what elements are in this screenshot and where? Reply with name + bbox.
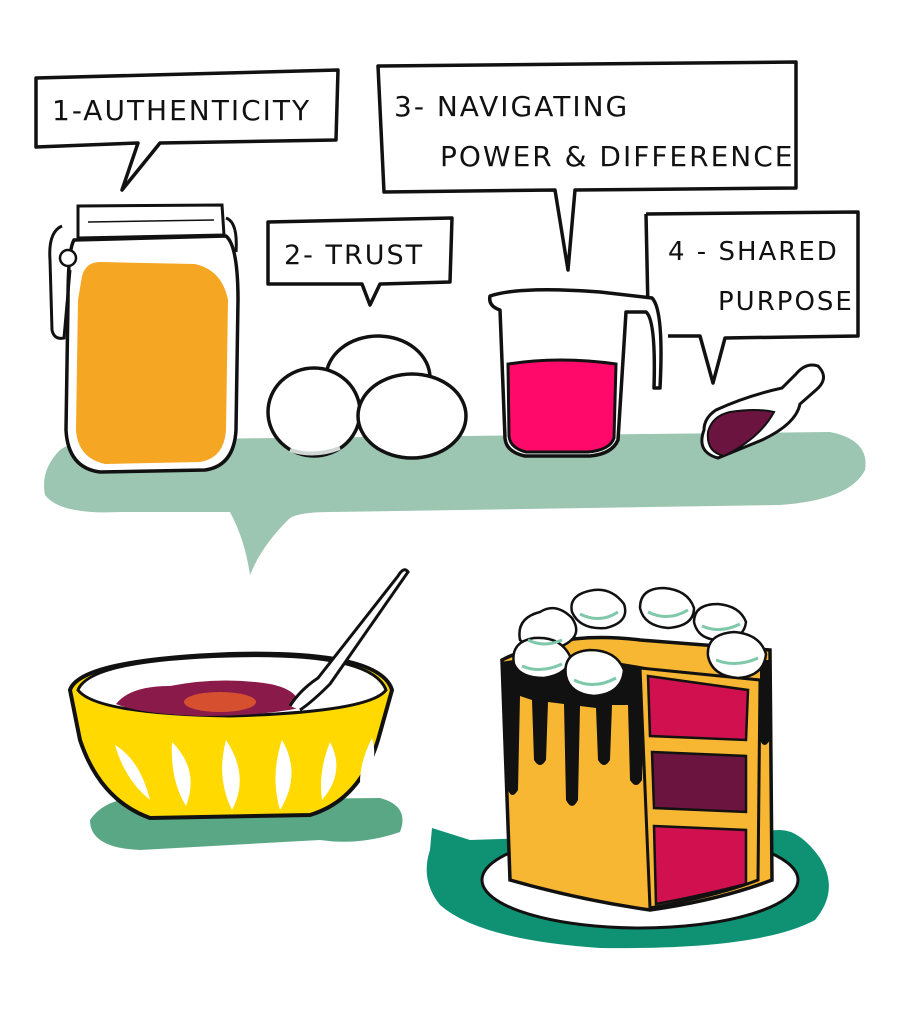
label-navigating-line1: 3- NAVIGATING xyxy=(394,90,629,123)
label-shared-line1: 4 - SHARED xyxy=(668,237,839,267)
measuring-jug-icon xyxy=(487,288,663,458)
honey-jar-icon xyxy=(48,203,240,474)
label-shared-line2: PURPOSE xyxy=(718,287,854,317)
speech-bubble-navigating: 3- NAVIGATING POWER & DIFFERENCE xyxy=(376,60,798,272)
chocolate-drip xyxy=(502,657,652,806)
frosting-swirls xyxy=(512,586,768,698)
speech-bubble-shared-purpose: 4 - SHARED PURPOSE xyxy=(644,210,860,385)
label-trust: 2- TRUST xyxy=(284,240,424,271)
scoop-icon xyxy=(700,363,825,460)
label-authenticity: 1-AUTHENTICITY xyxy=(52,94,311,127)
bowl-petal-pattern xyxy=(115,738,375,810)
speech-bubble-authenticity: 1-AUTHENTICITY xyxy=(34,68,340,192)
label-navigating-line2: POWER & DIFFERENCE xyxy=(440,140,794,173)
counter-shape xyxy=(44,432,866,575)
layer-cake-icon xyxy=(500,586,774,912)
speech-bubble-trust: 2- TRUST xyxy=(266,216,454,307)
eggs-icon xyxy=(266,334,468,460)
mixing-bowl-icon xyxy=(67,568,410,850)
